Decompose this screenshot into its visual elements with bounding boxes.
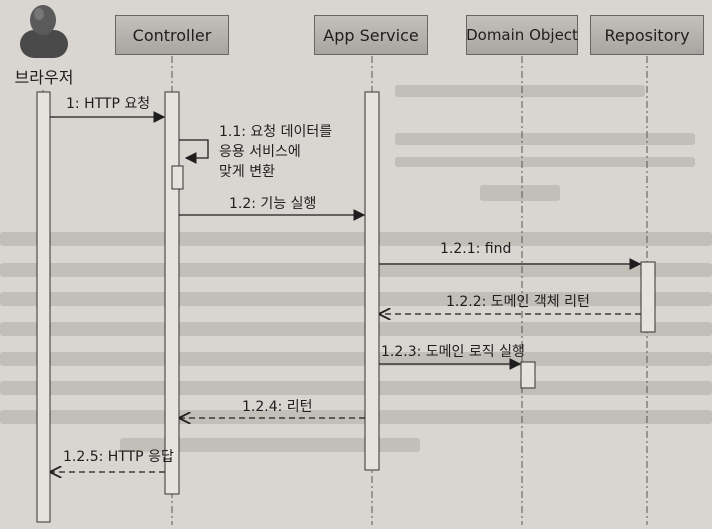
participant-controller: Controller <box>115 15 229 55</box>
participant-app-service: App Service <box>314 15 428 55</box>
label-self-transform-line3: 맞게 변환 <box>219 164 275 180</box>
activation-repository <box>640 261 656 333</box>
activation-controller-self <box>171 165 184 190</box>
label-domain-logic: 1.2.3: 도메인 로직 실행 <box>381 344 525 360</box>
label-execute: 1.2: 기능 실행 <box>229 196 317 212</box>
activation-browser <box>36 91 51 523</box>
label-find: 1.2.1: find <box>440 241 512 257</box>
actor-label-browser: 브라우저 <box>14 68 74 87</box>
label-http-request: 1: HTTP 요청 <box>66 96 151 112</box>
activation-app-service <box>364 91 380 471</box>
user-icon <box>20 5 68 58</box>
participant-repository: Repository <box>590 15 704 55</box>
label-return: 1.2.4: 리턴 <box>242 399 313 415</box>
label-return-domain-object: 1.2.2: 도메인 객체 리턴 <box>446 294 590 310</box>
message-self-transform <box>179 139 209 164</box>
label-http-response: 1.2.5: HTTP 응답 <box>63 449 174 465</box>
label-self-transform-line2: 응용 서비스에 <box>219 144 301 160</box>
label-self-transform-line1: 1.1: 요청 데이터를 <box>219 124 333 140</box>
label-self-transform: 1.1: 요청 데이터를 응용 서비스에 맞게 변환 <box>219 122 349 182</box>
participant-domain-object: Domain Object <box>466 15 578 55</box>
activation-controller <box>164 91 180 495</box>
activation-domain-object <box>520 361 536 389</box>
